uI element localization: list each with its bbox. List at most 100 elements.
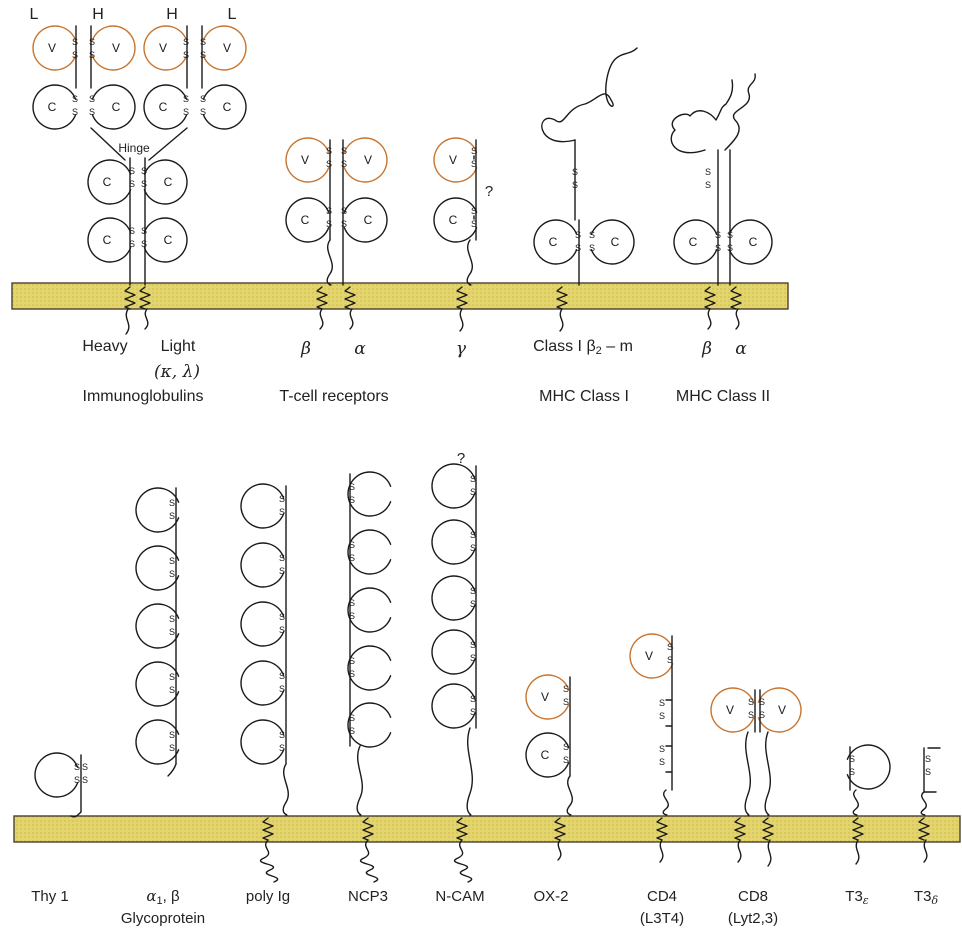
gamma-ss2-b: S — [471, 219, 477, 229]
ox2-ss2-s1: S — [563, 742, 569, 752]
cd4-tm — [656, 817, 668, 841]
a1b-ss-0-s2: S — [169, 511, 175, 521]
cd4-v — [629, 633, 674, 679]
ig-h2-c-letter: C — [159, 100, 168, 114]
t3d-tm — [918, 817, 930, 841]
mhc2-tm2 — [730, 286, 742, 310]
ig-l2-v-letter: V — [223, 41, 231, 55]
ig-ss6-s2: S — [200, 50, 206, 60]
polyig-ss-4-s1: S — [279, 730, 285, 740]
label-question-ncam: ? — [456, 450, 466, 467]
ncam-domain-2 — [431, 575, 476, 621]
ig-ss3-s1: S — [72, 94, 78, 104]
cd8-v2-letter: V — [778, 703, 786, 717]
ig-fc-c3r — [143, 217, 188, 263]
ig-ss8-s1: S — [200, 94, 206, 104]
label-h-left: H — [92, 6, 104, 23]
mhc2-ss1-s1: S — [715, 230, 721, 240]
ig-h1-c — [91, 84, 136, 130]
ig-ss1-s1: S — [72, 37, 78, 47]
cd8-tm2 — [762, 817, 774, 841]
ncp3-domain-4 — [347, 702, 392, 748]
gamma-stalk — [466, 239, 473, 286]
polyig-domain-2 — [240, 601, 285, 647]
polyig-domain-4 — [240, 719, 285, 765]
ncp3-ss-0-s1: S — [349, 482, 355, 492]
ig-tm2 — [139, 286, 151, 310]
ncam-stalk — [466, 727, 474, 816]
mhc2-tm1 — [704, 286, 716, 310]
gamma-ss2-a: S — [471, 206, 477, 216]
mhc1-tail — [559, 308, 564, 332]
label-ncam: N-CAM — [435, 888, 485, 905]
membrane-bottom — [13, 815, 961, 843]
cd8-v1-letter: V — [726, 703, 734, 717]
ig-fc-c2r-letter: C — [164, 175, 173, 189]
ncp3-ss-0-s2: S — [349, 495, 355, 505]
tcr-alpha-v-letter: V — [364, 153, 372, 167]
polyig-ss-4-s2: S — [279, 743, 285, 753]
cd4-ss2-s2: S — [659, 711, 665, 721]
ig-l1-v-letter: V — [48, 41, 56, 55]
polyig-ss-2-s2: S — [279, 625, 285, 635]
ig-ss9-s2: S — [129, 179, 135, 189]
ncam-ss-2-s1: S — [470, 586, 476, 596]
thy1-anchor — [70, 811, 82, 818]
tcr-ss1-s1: S — [326, 146, 332, 156]
polyig-domain-1 — [240, 542, 285, 588]
ig-h2-v-letter: V — [159, 41, 167, 55]
a1b-ss-0-s1: S — [169, 498, 175, 508]
mhc1-b2m — [590, 219, 635, 265]
ig-l1-v — [32, 25, 77, 71]
a1b-domain-0 — [135, 487, 180, 533]
t3d-stalk — [920, 791, 927, 816]
ox2-ss1-s1: S — [563, 684, 569, 694]
ncp3-domain-2 — [347, 587, 392, 633]
ncp3-ss-4-s1: S — [349, 713, 355, 723]
label-question-gamma: ? — [484, 183, 494, 200]
ncam-domain-0 — [431, 463, 476, 509]
mhc2-tail1 — [707, 308, 712, 330]
ncp3-domain-1 — [347, 529, 392, 575]
mhc2-alpha1 — [724, 73, 756, 151]
mhc1-alpha3 — [533, 219, 578, 265]
ncp3-domain-0 — [347, 471, 392, 517]
thy1-ss1-s1: S — [74, 762, 80, 772]
ig-ss7-s2: S — [183, 107, 189, 117]
mhc1-ss2-s2: S — [589, 243, 595, 253]
ig-fc-c3l-letter: C — [103, 233, 112, 247]
ox2-tm — [554, 817, 566, 841]
ox2-stalk — [566, 775, 573, 816]
cd4-ss3-s2: S — [659, 757, 665, 767]
a1b-ss-2-s1: S — [169, 614, 175, 624]
ig-l2-c-letter: C — [223, 100, 232, 114]
ig-l2-c — [202, 84, 247, 130]
mhc1-ss1-s2: S — [575, 243, 581, 253]
ig-l1-c — [32, 84, 77, 130]
ox2-ss1-s2: S — [563, 697, 569, 707]
a1b-ss-3-s2: S — [169, 685, 175, 695]
tcr-tm2 — [344, 286, 356, 310]
cd4-ss1-s1: S — [667, 642, 673, 652]
ig-ss10-s2: S — [141, 179, 147, 189]
label-heavy: Heavy — [82, 338, 128, 355]
label-h-right: H — [166, 6, 178, 23]
thy1-ss2-s1: S — [82, 762, 88, 772]
mhc1-tm — [556, 286, 568, 310]
ig-ss5-s2: S — [183, 50, 189, 60]
ig-fc-c3r-letter: C — [164, 233, 173, 247]
polyig-tail — [260, 839, 279, 883]
ig-ss11-s1: S — [129, 226, 135, 236]
polyig-ss-3-s2: S — [279, 684, 285, 694]
t3e-ss-s1: S — [849, 754, 855, 764]
ncam-domain-4 — [431, 683, 476, 729]
t3e-ss-s2: S — [849, 767, 855, 777]
ncam-ss-3-s1: S — [470, 640, 476, 650]
label-light-sub: (κ, λ) — [154, 362, 200, 382]
t3e-tm — [852, 817, 864, 841]
label-mhc1: MHC Class I — [539, 388, 629, 405]
polyig-ss-1-s1: S — [279, 553, 285, 563]
t3e-domain — [846, 744, 891, 790]
cd4-ss1-s2: S — [667, 655, 673, 665]
